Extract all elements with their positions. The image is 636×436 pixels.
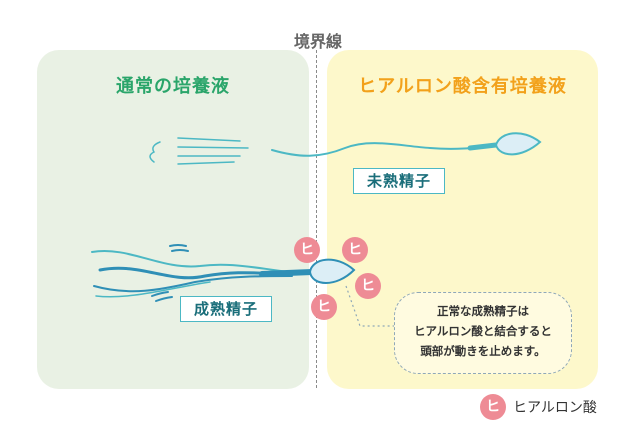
- immature-sperm-tail: [271, 142, 495, 157]
- mature-motion-lines: [151, 244, 189, 302]
- legend-label: ヒアルロン酸: [513, 400, 597, 416]
- mature-sperm-head: [308, 258, 356, 284]
- boundary-label: 境界線: [293, 32, 342, 51]
- immature-sperm-head: [494, 132, 542, 156]
- mature-sperm-midpiece: [259, 269, 315, 277]
- immature-sperm-label: 未熟精子: [353, 168, 445, 194]
- normal-medium-title: 通常の培養液: [116, 76, 230, 97]
- hyaluronic-acid-badge: ヒ: [294, 237, 320, 263]
- note-connector: [345, 285, 394, 327]
- note-line: 正常な成熟精子は: [437, 304, 529, 318]
- normal-medium-panel: [37, 50, 309, 389]
- explanation-note: 正常な成熟精子は ヒアルロン酸と結合すると 頭部が動きを止めます。: [394, 292, 572, 374]
- immature-sperm-midpiece: [467, 142, 499, 151]
- hyaluronic-medium-title: ヒアルロン酸含有培養液: [358, 76, 567, 97]
- note-line: 頭部が動きを止めます。: [420, 344, 546, 358]
- note-line: ヒアルロン酸と結合すると: [414, 324, 552, 338]
- mature-sperm-label: 成熟精子: [180, 296, 272, 322]
- legend-badge: ヒ: [480, 394, 506, 420]
- hyaluronic-acid-badge: ヒ: [342, 237, 368, 263]
- hyaluronic-acid-badge: ヒ: [355, 273, 381, 299]
- boundary-line: [316, 50, 317, 388]
- hyaluronic-acid-badge: ヒ: [311, 294, 337, 320]
- immature-motion-lines: [149, 137, 249, 165]
